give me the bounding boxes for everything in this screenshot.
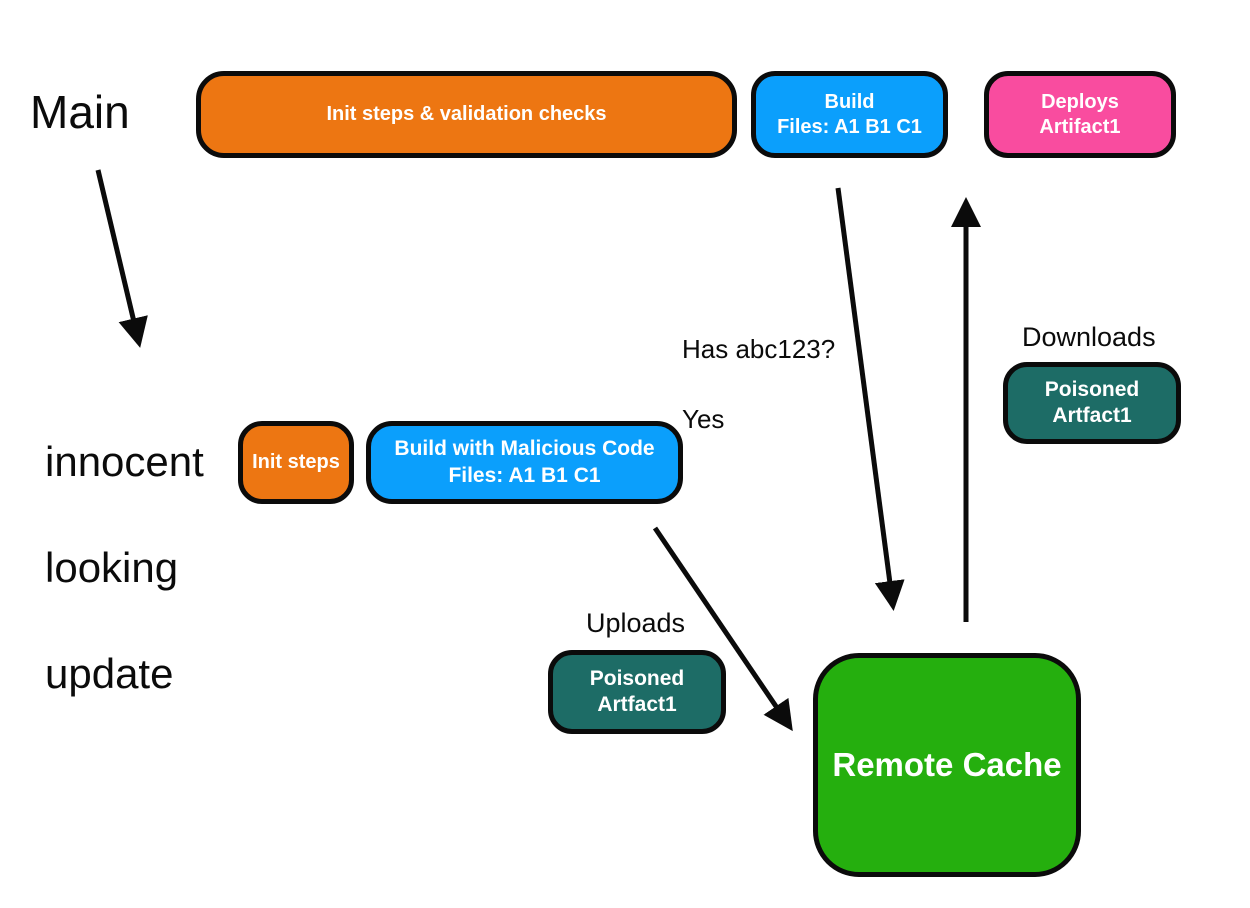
arrow-build-to-cache xyxy=(835,187,905,611)
node-init-validation-checks: Init steps & validation checks xyxy=(196,71,737,158)
node-poisoned-download-line1: Poisoned xyxy=(1044,377,1140,401)
node-deploys-artifact1: Deploys Artifact1 xyxy=(984,71,1176,158)
cache-check-answer: Yes xyxy=(682,404,725,434)
innocent-update-line1: innocent xyxy=(45,438,204,485)
cache-check-question: Has abc123? xyxy=(682,334,836,364)
node-deploys-line1: Deploys xyxy=(1041,90,1119,113)
node-init-steps: Init steps xyxy=(238,421,354,504)
node-poisoned-artifact-download: Poisoned Artfact1 xyxy=(1003,362,1181,444)
cache-check-label: Has abc123? Yes xyxy=(682,297,835,472)
downloads-label: Downloads xyxy=(1022,322,1156,352)
node-build-malicious-line1: Build with Malicious Code xyxy=(394,437,655,461)
node-build-line2: Files: A1 B1 C1 xyxy=(777,115,922,138)
innocent-update-line2: looking xyxy=(45,544,179,591)
node-build-malicious-code: Build with Malicious Code Files: A1 B1 C… xyxy=(366,421,683,504)
node-build-malicious-line2: Files: A1 B1 C1 xyxy=(448,463,601,487)
node-deploys-line2: Artifact1 xyxy=(1039,115,1121,138)
node-build: Build Files: A1 B1 C1 xyxy=(751,71,948,158)
arrow-main-to-update xyxy=(95,169,148,348)
innocent-update-label: innocent looking update xyxy=(45,382,204,753)
node-poisoned-download-line2: Artfact1 xyxy=(1052,404,1132,427)
uploads-label: Uploads xyxy=(586,608,686,638)
node-poisoned-upload-line1: Poisoned xyxy=(589,666,685,690)
main-branch-label: Main xyxy=(30,86,130,138)
node-poisoned-artifact-upload: Poisoned Artfact1 xyxy=(548,650,726,734)
innocent-update-line3: update xyxy=(45,650,174,697)
node-remote-cache-label: Remote Cache xyxy=(832,746,1062,784)
node-build-line1: Build xyxy=(824,90,875,113)
node-poisoned-upload-line2: Artfact1 xyxy=(597,693,677,716)
node-remote-cache: Remote Cache xyxy=(813,653,1081,877)
node-init-validation-label: Init steps & validation checks xyxy=(326,103,607,125)
node-init-steps-label: Init steps xyxy=(252,451,340,473)
